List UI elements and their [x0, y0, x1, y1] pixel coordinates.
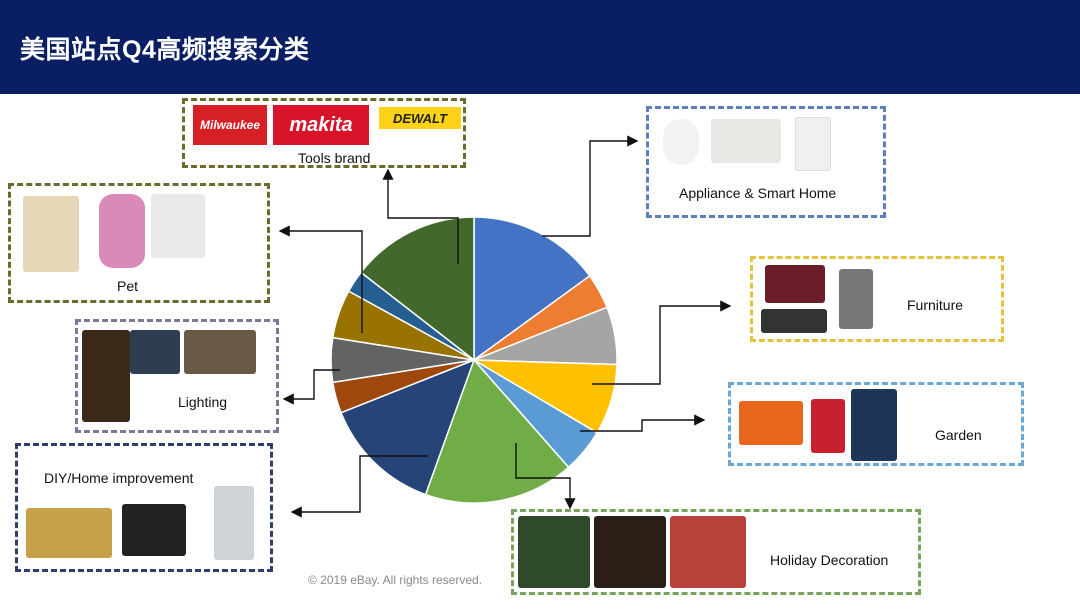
connector-furniture: [592, 300, 732, 385]
category-label-garden: Garden: [935, 427, 982, 443]
string-lights-image: [130, 330, 180, 374]
pie-slice-1: [473, 216, 591, 362]
tv-stand-image: [761, 309, 827, 333]
connector-diy: [290, 455, 428, 518]
page-title: 美国站点Q4高频搜索分类: [20, 36, 310, 64]
pet-product-image: [151, 194, 205, 258]
tool-box-image: [122, 504, 186, 556]
snow-shovel-image: [811, 399, 845, 453]
christmas-ornaments-image: [518, 516, 590, 588]
pendant-lights-image: [184, 330, 256, 374]
connector-appliance: [542, 135, 639, 237]
mosaic-lamp-image: [82, 330, 130, 422]
makita-logo: makita: [273, 105, 369, 145]
category-box-pet: Pet: [8, 183, 270, 303]
category-box-lighting: Lighting: [75, 319, 279, 433]
category-label-tools: Tools brand: [298, 150, 371, 166]
copyright-footer: © 2019 eBay. All rights reserved.: [308, 573, 483, 587]
category-box-garden: Garden: [728, 382, 1024, 466]
chainsaw-image: [739, 401, 803, 445]
sofa-cover-image: [765, 265, 825, 303]
pie-slice-7: [340, 358, 476, 496]
smart-switch-image: [795, 117, 831, 171]
connector-pet: [278, 225, 363, 333]
connector-garden: [580, 414, 706, 432]
category-label-holiday: Holiday Decoration: [770, 552, 889, 568]
video-doorbell-image: [214, 486, 254, 560]
category-box-tools: Milwaukee makita DEWALT Tools brand: [182, 98, 466, 168]
category-box-furniture: Furniture: [750, 256, 1004, 342]
category-label-lighting: Lighting: [178, 394, 228, 410]
smart-display-image: [711, 119, 781, 163]
header-bar: 美国站点Q4高频搜索分类: [0, 0, 1080, 94]
category-label-appliance: Appliance & Smart Home: [679, 185, 837, 201]
milwaukee-logo: Milwaukee: [193, 105, 267, 145]
security-camera-image: [663, 119, 699, 165]
dewalt-logo: DEWALT: [379, 107, 461, 129]
category-box-holiday: Holiday Decoration: [511, 509, 921, 595]
connector-lighting: [282, 369, 340, 405]
dog-coat-image: [99, 194, 145, 268]
drill-bits-image: [26, 508, 112, 558]
garden-figure-image: [851, 389, 897, 461]
category-box-appliance: Appliance & Smart Home: [646, 106, 886, 218]
gnome-decor-image: [670, 516, 746, 588]
halloween-lanterns-image: [594, 516, 666, 588]
category-label-pet: Pet: [117, 278, 139, 294]
laptop-desk-image: [839, 269, 873, 329]
category-box-diy: DIY/Home improvement: [15, 443, 273, 572]
connector-tools: [382, 168, 459, 264]
cat-tree-image: [23, 196, 79, 272]
category-label-diy: DIY/Home improvement: [44, 470, 194, 486]
pie-slice-12: [359, 216, 475, 362]
connector-holiday: [515, 443, 576, 510]
category-label-furniture: Furniture: [907, 297, 964, 313]
